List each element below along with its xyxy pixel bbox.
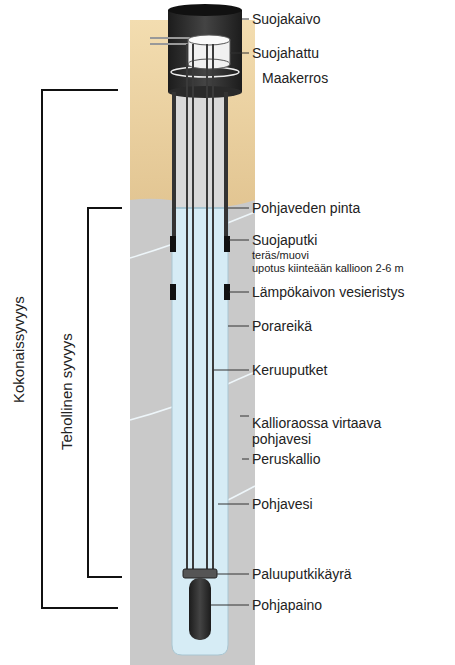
part-label: Lämpökaivon vesieristys xyxy=(252,284,405,300)
level-label: Pohjaveden pinta xyxy=(252,200,360,216)
dimension-label: Tehollinen syvyys xyxy=(57,334,74,451)
layer-label: Maakerros xyxy=(262,70,328,86)
note-label: upotus kiinteään kallioon 2-6 m xyxy=(252,262,404,275)
part-label: Keruuputket xyxy=(252,362,328,378)
part-label: Suojahattu xyxy=(252,45,319,61)
layer-label: Peruskallio xyxy=(252,451,320,467)
part-label: Suojaputki xyxy=(252,232,317,248)
part-label: Porareikä xyxy=(252,318,312,334)
dimension-label: Kokonaissyvyys xyxy=(9,297,26,404)
part-label: Suojakaivo xyxy=(252,11,321,27)
part-label: Pohjavesi xyxy=(252,496,313,512)
note-label: teräs/muovi xyxy=(252,249,309,262)
part-label: Pohjapaino xyxy=(252,597,322,613)
part-label: Kallioraossa virtaava pohjavesi xyxy=(252,415,417,447)
part-label: Paluuputkikäyrä xyxy=(252,566,352,582)
